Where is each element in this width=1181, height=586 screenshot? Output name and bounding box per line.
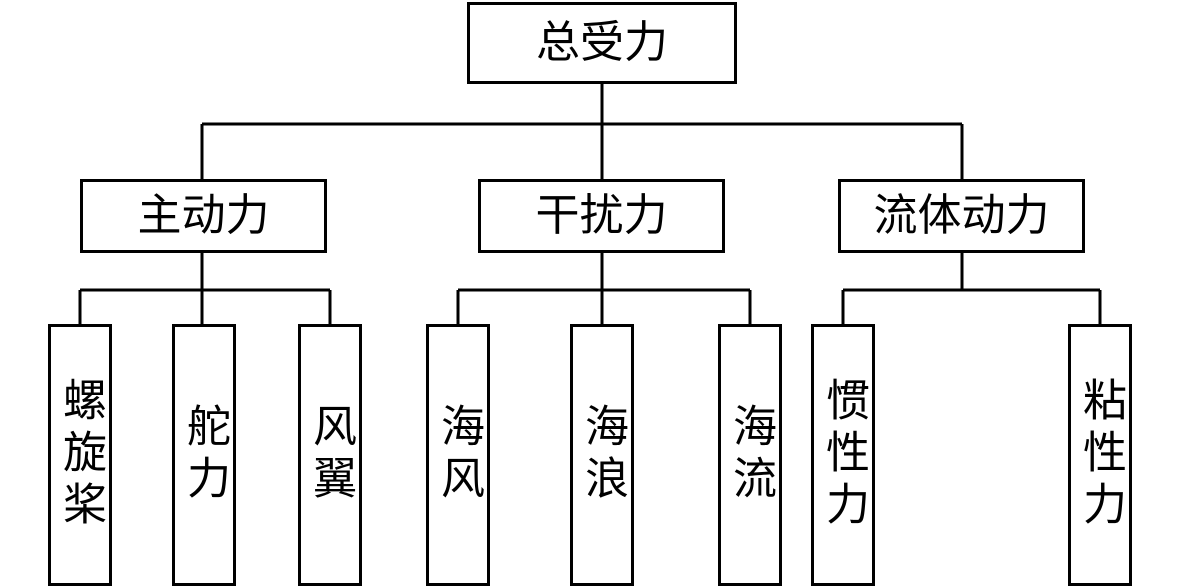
root-connector (200, 84, 964, 179)
root-node: 总受力 (467, 2, 737, 84)
leaf-node: 海浪 (570, 324, 634, 586)
leaf-node: 海流 (718, 324, 782, 586)
leaf-node-label: 惯性力 (818, 377, 869, 533)
leaf-node-label: 舵力 (179, 403, 230, 507)
leaf-node: 舵力 (172, 324, 236, 586)
group-node-active-force: 主动力 (80, 179, 327, 253)
group-node-disturbance-force: 干扰力 (478, 179, 725, 253)
leaf-node-label: 螺旋桨 (55, 377, 106, 533)
leaf-node-label: 海浪 (577, 403, 628, 507)
group-3-connector (841, 253, 1102, 324)
leaf-node-label: 海风 (433, 403, 484, 507)
group-node-label: 干扰力 (535, 190, 668, 241)
group-node-label: 流体动力 (873, 190, 1050, 241)
leaf-node-label: 粘性力 (1075, 377, 1126, 533)
group-2-connector (456, 253, 752, 324)
group-node-fluid-dynamic-force: 流体动力 (838, 179, 1085, 253)
leaf-node: 风翼 (298, 324, 362, 586)
leaf-node: 海风 (426, 324, 490, 586)
root-node-label: 总受力 (536, 17, 668, 68)
group-1-connector (78, 253, 332, 324)
leaf-node: 粘性力 (1068, 324, 1132, 586)
leaf-node-label: 风翼 (305, 403, 356, 507)
leaf-node: 惯性力 (811, 324, 875, 586)
leaf-node: 螺旋桨 (48, 324, 112, 586)
leaf-node-label: 海流 (725, 403, 776, 507)
group-node-label: 主动力 (137, 190, 270, 241)
